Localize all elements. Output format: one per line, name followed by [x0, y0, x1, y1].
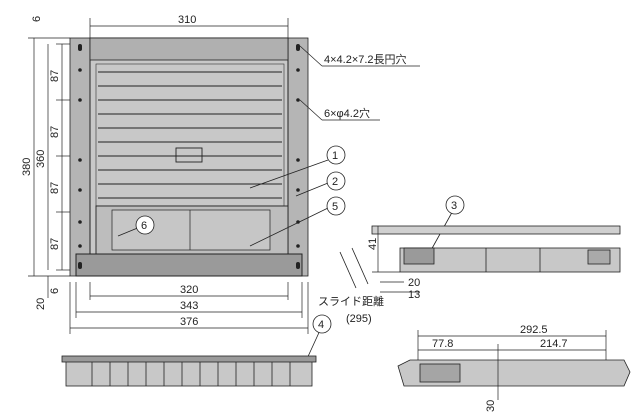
- dim-360: 360: [35, 150, 47, 168]
- tray-slats: [98, 71, 282, 199]
- dim-bottom-6: 6: [49, 288, 61, 294]
- tray-back-band: [89, 37, 289, 61]
- callout-2-label: 2: [332, 176, 338, 188]
- side-break-2: [351, 247, 369, 285]
- dim-13: 13: [408, 289, 420, 301]
- side-view: [339, 225, 621, 289]
- dim-pitch-3: 87: [49, 182, 61, 194]
- dim-41: 41: [367, 238, 379, 250]
- callout-3-circle: [445, 195, 465, 215]
- side-detail: [397, 359, 631, 387]
- side-break: [339, 251, 357, 289]
- dim-376: 376: [180, 316, 198, 328]
- callout-3-label: 3: [451, 200, 457, 212]
- dim-top-offset: 6: [31, 16, 43, 22]
- top-dimensions: [28, 18, 309, 334]
- dim-pitch-4: 87: [49, 238, 61, 250]
- front-view: [61, 355, 317, 387]
- top-view: [69, 37, 309, 277]
- top-dimension-labels: 310 6 380 360 87 87 87 87 6 20 320 343 3…: [21, 14, 198, 328]
- callout-2-circle: [326, 171, 346, 191]
- dim-77-8: 77.8: [432, 338, 453, 350]
- callout-6-circle: [135, 215, 155, 235]
- slide-distance-label: スライド距離: [318, 294, 384, 308]
- slot-holes-note: 4×4.2×7.2長円穴: [324, 52, 407, 66]
- callout-1-label: 1: [332, 150, 338, 162]
- front-compartment-inner: [111, 209, 271, 251]
- side-detail-pocket: [419, 363, 461, 383]
- dim-380: 380: [21, 158, 33, 176]
- dim-310: 310: [178, 14, 196, 26]
- side-bracket: [403, 247, 435, 265]
- side-dimensions: [372, 226, 420, 293]
- front-lip: [75, 253, 303, 277]
- side-tray: [399, 247, 621, 273]
- dim-bottom-20: 20: [35, 298, 47, 310]
- dim-320: 320: [180, 284, 198, 296]
- side-rail: [371, 225, 621, 235]
- slot-holes: [78, 44, 300, 269]
- left-rail: [69, 37, 91, 277]
- callout-1-circle: [326, 145, 346, 165]
- dim-343: 343: [180, 300, 198, 312]
- callout-5-label: 5: [332, 201, 338, 213]
- dim-214-7: 214.7: [540, 338, 568, 350]
- dim-292-5: 292.5: [520, 324, 548, 336]
- slide-distance-value: (295): [346, 313, 372, 325]
- dim-pitch-2: 87: [49, 126, 61, 138]
- callout-4-circle: [312, 314, 332, 334]
- front-view-lip: [61, 355, 317, 363]
- rail-holes: [78, 68, 300, 248]
- callout-labels: 1 2 3 4 5 6: [141, 150, 457, 331]
- dim-pitch-1: 87: [49, 70, 61, 82]
- dim-20-side: 20: [408, 277, 420, 289]
- callout-4-label: 4: [318, 319, 324, 331]
- dim-30: 30: [485, 400, 497, 412]
- front-view-ribs: [91, 362, 291, 386]
- round-holes-note: 6×φ4.2穴: [324, 106, 370, 120]
- notes: [299, 45, 420, 121]
- center-handle: [175, 147, 203, 163]
- side-latch: [587, 249, 611, 265]
- front-view-body: [65, 359, 313, 387]
- side-detail-dimensions: [417, 330, 607, 400]
- right-rail: [287, 37, 309, 277]
- callouts: [117, 145, 465, 375]
- callout-5-circle: [326, 196, 346, 216]
- callout-6-label: 6: [141, 220, 147, 232]
